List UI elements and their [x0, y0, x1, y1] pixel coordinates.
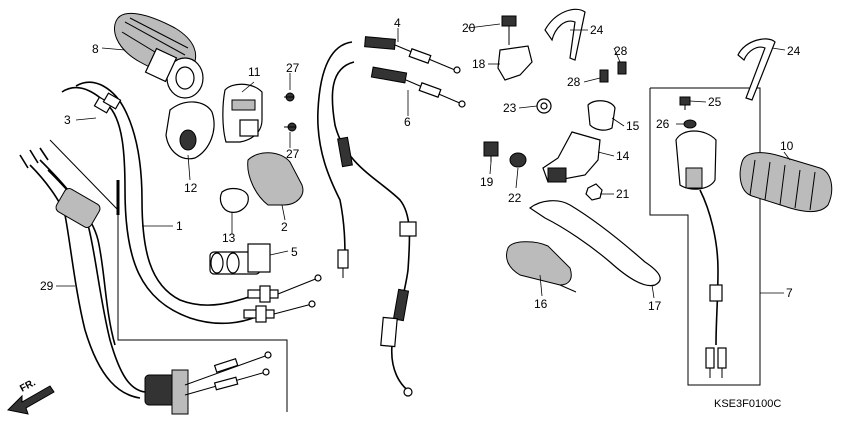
- throttle-housing-parts: [165, 83, 304, 275]
- callout-8: 8: [92, 42, 99, 56]
- callout-14: 14: [616, 149, 630, 163]
- callout-10: 10: [780, 139, 794, 153]
- callout-4: 4: [394, 16, 401, 30]
- callout-13: 13: [222, 231, 236, 245]
- callout-22: 22: [508, 191, 522, 205]
- callout-18: 18: [472, 57, 486, 71]
- callout-15: 15: [626, 119, 640, 133]
- callout-27b: 27: [286, 147, 300, 161]
- diagram-code: KSE3F0100C: [714, 398, 781, 410]
- callout-26: 26: [656, 117, 670, 131]
- clutch-lever-assembly: [483, 8, 661, 293]
- callout-27a: 27: [286, 61, 300, 75]
- callout-7: 7: [786, 286, 793, 300]
- callout-24a: 24: [590, 23, 604, 37]
- clutch-cables: [317, 36, 466, 397]
- callout-28a: 28: [614, 44, 628, 58]
- switch-assembly: [649, 38, 833, 386]
- leader-lines: [56, 23, 791, 299]
- callout-11: 11: [248, 65, 261, 79]
- callout-12: 12: [184, 181, 198, 195]
- callout-5: 5: [291, 245, 298, 259]
- callout-23: 23: [503, 101, 517, 115]
- callout-24b: 24: [787, 44, 801, 58]
- throttle-cable-assembly: [19, 81, 322, 415]
- callout-21: 21: [616, 187, 630, 201]
- callout-2: 2: [281, 220, 288, 234]
- front-direction-arrow: FR.: [6, 377, 55, 415]
- callout-19: 19: [480, 175, 494, 189]
- callout-25: 25: [708, 95, 722, 109]
- callout-1: 1: [176, 219, 183, 233]
- throttle-grip: [114, 12, 204, 99]
- callout-20: 20: [462, 21, 476, 35]
- callout-3: 3: [64, 113, 71, 127]
- callout-29: 29: [40, 279, 54, 293]
- direction-label: FR.: [18, 377, 38, 394]
- callout-28b: 28: [567, 75, 581, 89]
- callout-17: 17: [648, 299, 662, 313]
- callout-6: 6: [404, 115, 411, 129]
- callout-16: 16: [534, 297, 548, 311]
- callout-labels: 8 3 1 11 27 27 12 2 13 5 4 6 20 24 18 28…: [40, 16, 801, 313]
